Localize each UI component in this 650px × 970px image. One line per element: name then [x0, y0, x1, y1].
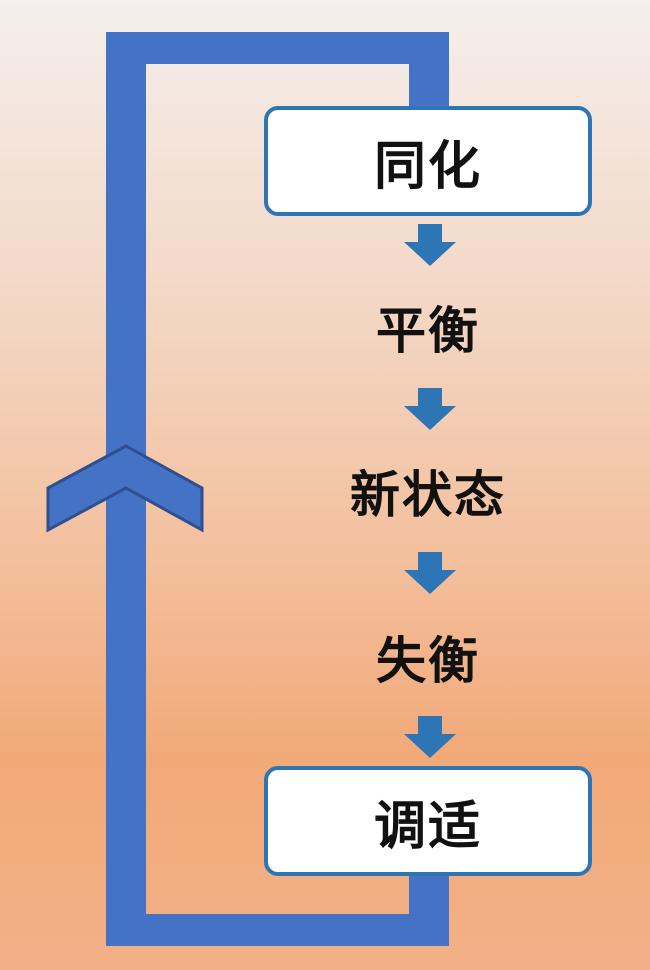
loop-top-connector: [409, 32, 449, 108]
node-imbalance: 失衡: [264, 622, 592, 692]
loop-top-bar: [106, 32, 449, 64]
node-assimilation-label: 同化: [373, 136, 482, 197]
node-balance: 平衡: [264, 292, 592, 362]
node-new-state-label: 新状态: [350, 466, 506, 524]
loop-bottom-bar: [106, 914, 449, 946]
node-assimilation: 同化: [264, 106, 592, 216]
loop-bottom-connector: [409, 874, 449, 946]
arrow-down-icon: [404, 716, 456, 758]
arrow-down-icon: [404, 388, 456, 430]
node-imbalance-label: 失衡: [376, 632, 480, 690]
node-adjustment: 调适: [264, 766, 592, 876]
node-adjustment-label: 调适: [373, 796, 482, 857]
node-new-state: 新状态: [264, 456, 592, 526]
arrow-down-icon: [404, 552, 456, 594]
chevron-up-icon: [46, 444, 204, 533]
node-balance-label: 平衡: [376, 302, 480, 360]
arrow-down-icon: [404, 224, 456, 266]
